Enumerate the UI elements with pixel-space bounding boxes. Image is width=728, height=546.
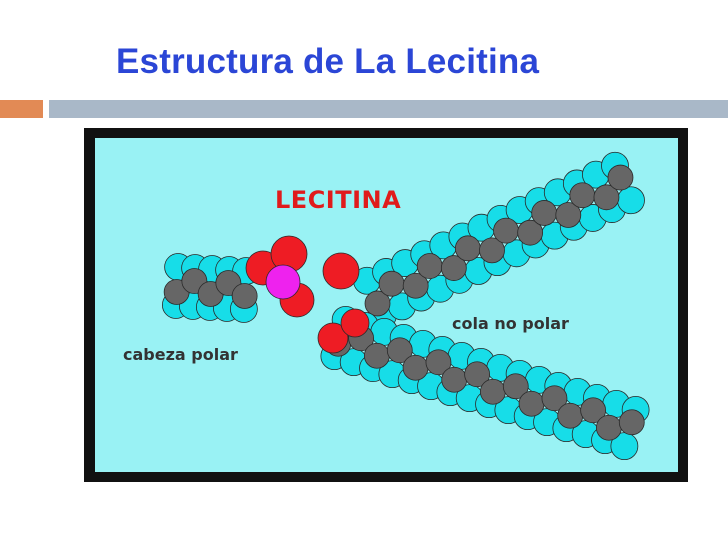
label-nonpolar-tail: cola no polar <box>452 314 569 333</box>
lower-tail-carbon-atom <box>402 354 429 381</box>
upper-tail-carbon-atom <box>493 217 519 244</box>
upper-tail-carbon-atom <box>378 270 405 297</box>
upper-tail-carbon-atom <box>364 290 391 317</box>
lower-tail-carbon-atom <box>386 337 413 364</box>
oxygen-atom <box>322 252 360 290</box>
lower-tail-carbon-atom <box>518 390 545 417</box>
lower-tail-carbon-atom <box>425 349 452 376</box>
upper-tail-carbon-atom <box>416 253 443 279</box>
lower-tail-carbon-atom <box>580 397 607 424</box>
slide-title: Estructura de La Lecitina <box>116 42 540 81</box>
upper-tail-carbon-atom <box>440 255 467 281</box>
upper-tail-carbon-atom <box>402 272 429 299</box>
upper-tail-carbon-atom <box>555 202 582 228</box>
oxygen-atom <box>317 322 349 354</box>
upper-tail-carbon-atom <box>607 164 634 191</box>
upper-tail-carbon-atom <box>569 182 596 209</box>
upper-tail-carbon-atom <box>531 200 558 226</box>
accent-bar-orange <box>0 100 43 118</box>
upper-tail-carbon-atom <box>593 184 620 211</box>
phosphorus-atom <box>265 264 301 300</box>
upper-tail-hydrogen-atom <box>617 186 645 215</box>
lower-tail-carbon-atom <box>595 414 622 441</box>
label-polar-head: cabeza polar <box>123 345 238 364</box>
upper-tail-carbon-atom <box>479 237 505 264</box>
lower-tail-carbon-atom <box>618 409 645 436</box>
upper-tail-carbon-atom <box>517 219 544 246</box>
lower-tail-carbon-atom <box>479 378 506 405</box>
oxygen-atom <box>340 308 370 338</box>
lower-tail-carbon-atom <box>441 366 468 393</box>
lower-tail-carbon-atom <box>502 373 529 400</box>
lower-tail-carbon-atom <box>464 361 491 388</box>
lower-tail-carbon-atom <box>363 342 390 369</box>
choline-carbon-atom <box>231 283 258 309</box>
lecithin-diagram: LECITINA cabeza polar cola no polar <box>95 138 678 472</box>
upper-tail-carbon-atom <box>454 235 481 262</box>
molecule-illustration <box>161 151 650 461</box>
lower-tail-carbon-atom <box>541 385 568 412</box>
lower-tail-carbon-atom <box>557 402 584 429</box>
accent-bar-blue <box>49 100 728 118</box>
diagram-title: LECITINA <box>275 186 402 214</box>
